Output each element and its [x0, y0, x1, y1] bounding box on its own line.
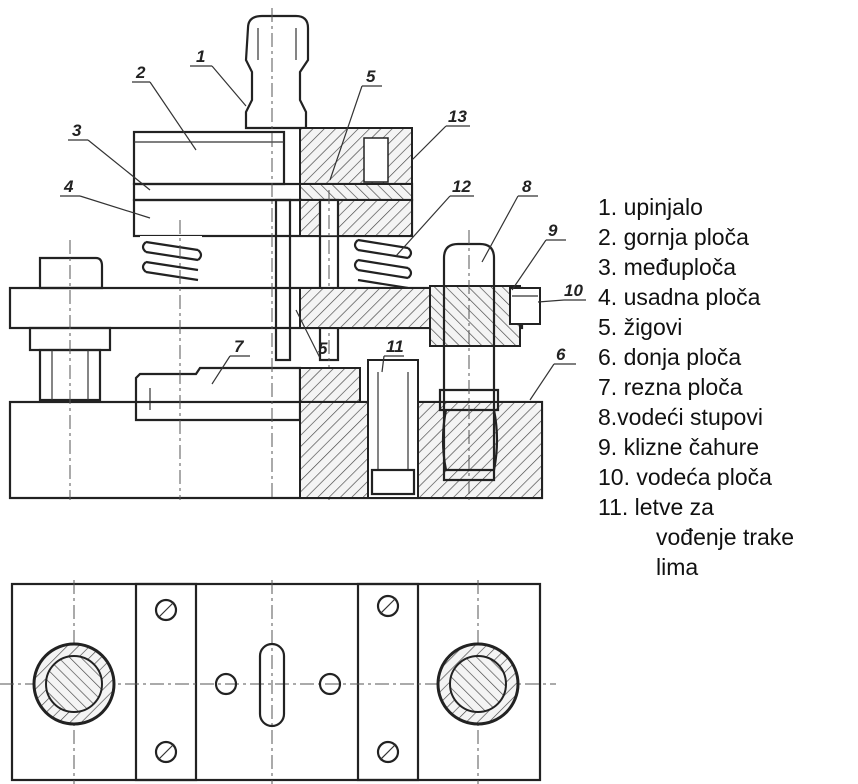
- plan-outline: [10, 582, 542, 782]
- legend-item: 9. klizne čahure: [598, 434, 760, 460]
- section-view: [8, 8, 544, 500]
- callout-1: 1: [196, 47, 205, 66]
- upper-plate-section: [299, 127, 413, 189]
- callout-13: 13: [448, 107, 467, 126]
- legend-item: 3. međuploča: [598, 254, 737, 280]
- callout-4: 4: [63, 177, 74, 196]
- die-plate: [134, 366, 302, 422]
- callout-9: 9: [548, 221, 558, 240]
- callout-12: 12: [452, 177, 471, 196]
- legend-item: 1. upinjalo: [598, 194, 703, 220]
- screw-11: [367, 359, 419, 499]
- legend-item: 6. donja ploča: [598, 344, 742, 370]
- callout-3: 3: [72, 121, 82, 140]
- legend-item: 2. gornja ploča: [598, 224, 749, 250]
- callout-8: 8: [522, 177, 532, 196]
- callout-5-bottom: 5: [318, 339, 328, 358]
- punch-left: [274, 198, 292, 362]
- callout-6: 6: [556, 345, 566, 364]
- parts-legend: 1. upinjalo 2. gornja ploča 3. međuploča…: [598, 192, 858, 582]
- shank-upinjalo: [244, 14, 310, 130]
- callout-2: 2: [135, 63, 146, 82]
- legend-item: 7. rezna ploča: [598, 374, 743, 400]
- legend-item-continuation: lima: [656, 554, 699, 580]
- legend-item: 11. letve za: [598, 494, 714, 520]
- legend-item: 5. žigovi: [598, 314, 683, 340]
- plan-view: [0, 580, 556, 784]
- slot-punch: [258, 642, 286, 728]
- callout-7: 7: [234, 337, 245, 356]
- legend-item-continuation: vođenje trake: [656, 524, 795, 550]
- legend-item: 10. vodeća ploča: [598, 464, 772, 490]
- guide-pillar: [438, 230, 500, 500]
- callouts: 1 2 3 4 5 13 12 8 9 10 5 7 11 6: [60, 47, 586, 401]
- callout-5-top: 5: [366, 67, 376, 86]
- upper-plate: [132, 130, 286, 186]
- spring-left: [140, 236, 203, 286]
- callout-10: 10: [564, 281, 583, 300]
- legend-item: 4. usadna ploča: [598, 284, 761, 310]
- legend-item: 8.vodeći stupovi: [598, 404, 763, 430]
- screw-icons: [154, 594, 400, 764]
- spring-right: [353, 238, 413, 290]
- callout-11: 11: [386, 337, 404, 356]
